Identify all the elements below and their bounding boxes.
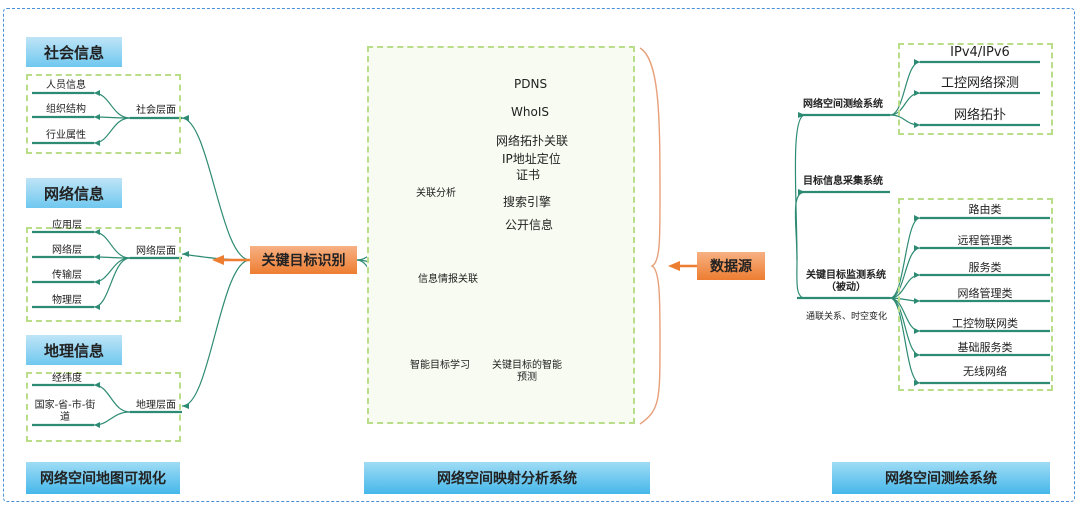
- data-source: 数据源: [697, 252, 765, 280]
- monitor-note: 通联关系、时空变化: [806, 312, 888, 322]
- monitor-system-label: 关键目标监测系统（被动）: [806, 270, 886, 293]
- assoc-item-public-info: 公开信息: [505, 218, 554, 232]
- social-item-2: 行业属性: [46, 130, 86, 141]
- smart-learning-label: 智能目标学习: [410, 360, 470, 371]
- network-info-title: 网络信息: [26, 178, 122, 208]
- monitor-item-2: 服务类: [968, 261, 1002, 274]
- social-group-box: [26, 74, 181, 154]
- geo-item-0: 经纬度: [52, 373, 82, 384]
- analysis-group-box: [367, 46, 635, 424]
- collect-system-label: 目标信息采集系统: [803, 176, 883, 187]
- survey-system-label: 网络空间测绘系统: [803, 99, 883, 110]
- assoc-item-topology: 网络拓扑关联: [496, 134, 569, 148]
- monitor-group-box: [898, 198, 1053, 391]
- smart-predict-label: 关键目标的智能预测: [492, 360, 562, 383]
- assoc-item-whois: WhoIS: [511, 105, 549, 119]
- network-group-box: [26, 227, 181, 322]
- survey-item-ipv: IPv4/IPv6: [950, 45, 1010, 60]
- geo-info-title: 地理信息: [26, 335, 122, 365]
- monitor-item-6: 无线网络: [963, 365, 1007, 378]
- monitor-item-1: 远程管理类: [957, 234, 1013, 247]
- network-item-1: 网络层: [52, 245, 82, 256]
- assoc-item-pdns: PDNS: [514, 77, 548, 91]
- survey-item-topology: 网络拓扑: [953, 108, 1006, 123]
- diagram-frame: [3, 8, 1075, 502]
- network-item-2: 传输层: [52, 270, 82, 281]
- geo-group-box: [26, 372, 181, 442]
- monitor-item-4: 工控物联网类: [952, 317, 1018, 330]
- monitor-item-3: 网络管理类: [957, 287, 1013, 300]
- geo-layer-label: 地理层面: [136, 400, 176, 411]
- network-item-3: 物理层: [52, 295, 82, 306]
- monitor-item-5: 基础服务类: [957, 341, 1013, 354]
- intel-association-label: 信息情报关联: [418, 274, 478, 285]
- assoc-item-ip-location: IP地址定位: [502, 152, 561, 166]
- assoc-item-cert: 证书: [516, 168, 541, 182]
- social-layer-label: 社会层面: [136, 105, 176, 116]
- social-item-0: 人员信息: [46, 80, 86, 91]
- survey-group-box: [898, 43, 1053, 135]
- key-target-identification: 关键目标识别: [250, 246, 357, 274]
- assoc-analysis-label: 关联分析: [416, 188, 456, 199]
- right-system-bar: 网络空间测绘系统: [832, 462, 1050, 494]
- geo-item-1: 国家-省-市-街道: [34, 400, 96, 423]
- network-item-0: 应用层: [52, 220, 82, 231]
- monitor-item-0: 路由类: [968, 203, 1002, 216]
- social-item-1: 组织结构: [46, 104, 86, 115]
- center-system-bar: 网络空间映射分析系统: [364, 462, 650, 494]
- network-layer-label: 网络层面: [136, 246, 176, 257]
- social-info-title: 社会信息: [26, 37, 122, 67]
- assoc-item-search-engine: 搜索引擎: [503, 195, 552, 209]
- left-system-bar: 网络空间地图可视化: [26, 462, 180, 494]
- survey-item-ics: 工控网络探测: [940, 76, 1019, 91]
